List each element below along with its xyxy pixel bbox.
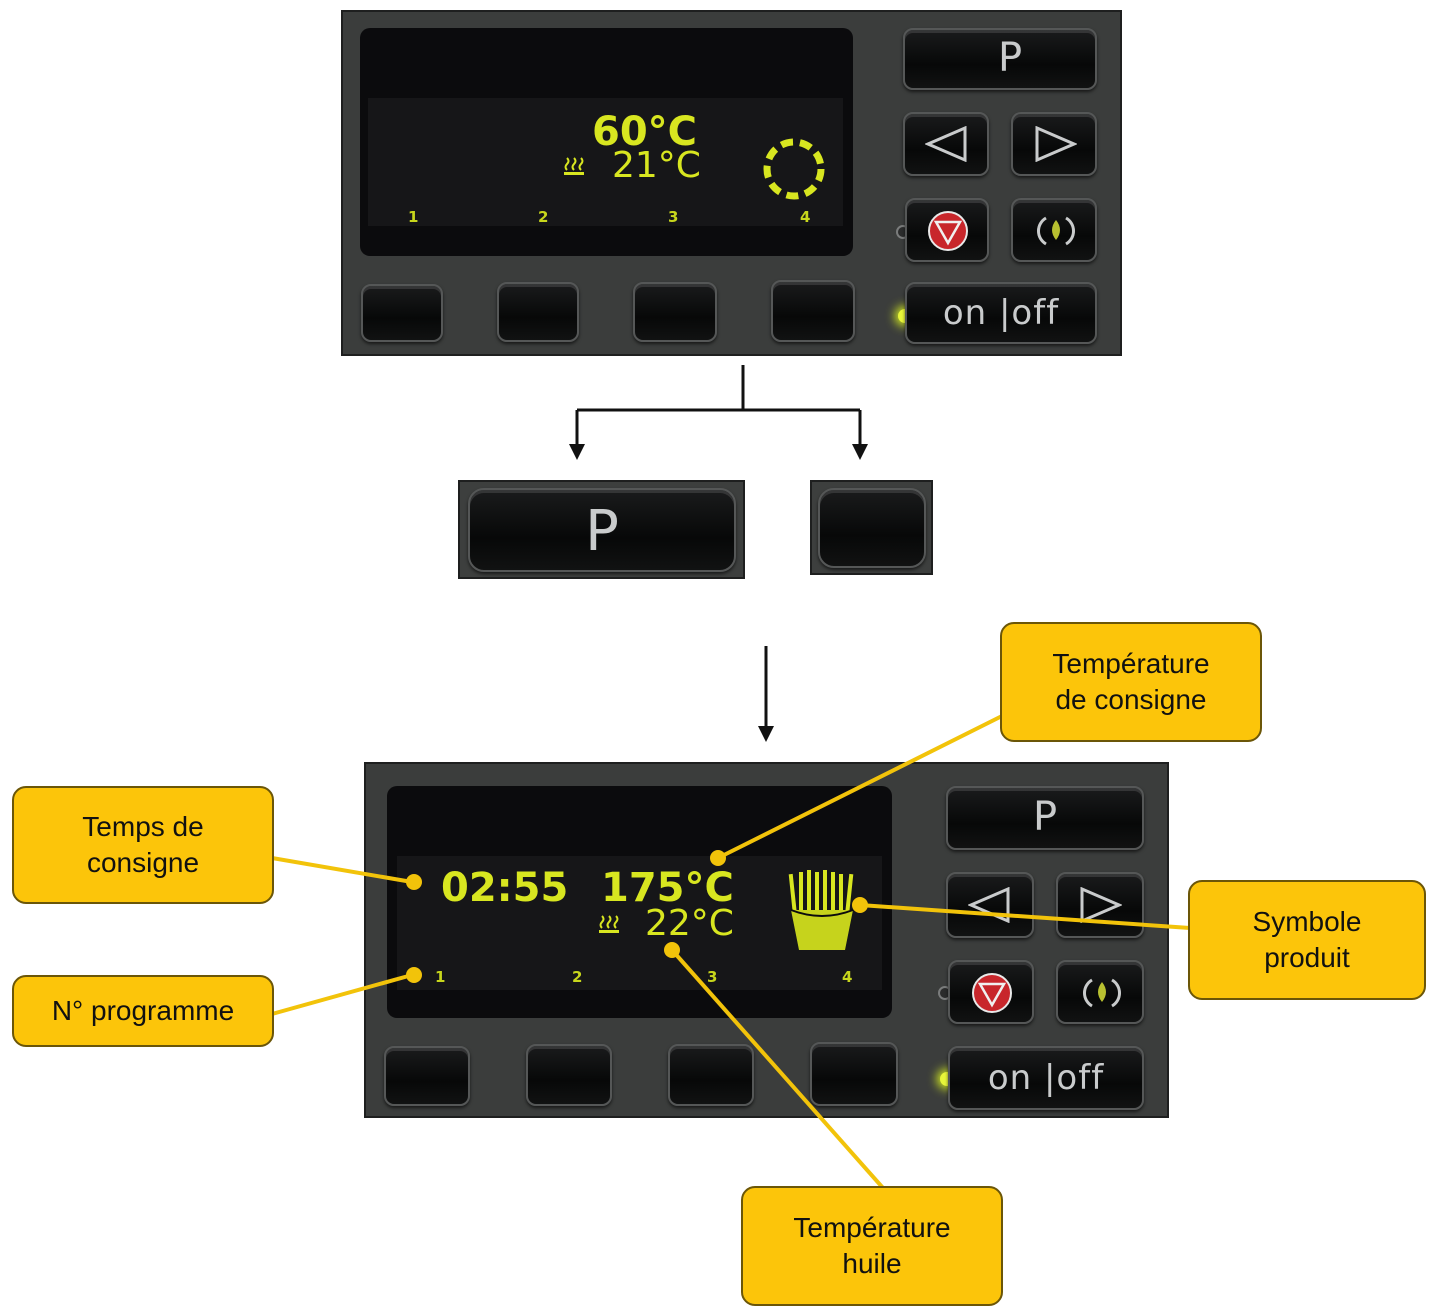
top-program-key-4[interactable] [771, 280, 855, 342]
top-display: 60°C 21°C 1 2 3 4 [360, 28, 853, 256]
top-program-number-1: 1 [408, 208, 419, 226]
top-oil-filter-button[interactable] [1011, 198, 1097, 262]
leader-temp-huile [670, 948, 885, 1190]
leader-temps-consigne [271, 856, 413, 884]
bottom-stop-button[interactable] [948, 960, 1034, 1024]
right-triangle-icon [1078, 886, 1123, 927]
bottom-cooking-time: 02:55 [441, 865, 569, 911]
top-stop-button[interactable] [905, 198, 989, 262]
top-program-number-2: 2 [538, 208, 549, 226]
middle-p-key-frame: P [458, 480, 745, 579]
stop-icon [970, 971, 1014, 1019]
bottom-onoff-button[interactable]: on |off [948, 1046, 1144, 1110]
dot-num-programme [406, 967, 422, 983]
top-right-arrow-button[interactable] [1011, 112, 1097, 176]
fries-icon [785, 870, 859, 956]
bottom-set-temperature: 175°C [601, 865, 734, 911]
dashed-circle-icon [761, 136, 827, 206]
top-onoff-button[interactable]: on |off [905, 282, 1097, 344]
middle-program-key-frame [810, 480, 933, 575]
callout-temperature-huile: Température huile [741, 1186, 1003, 1306]
stop-icon [926, 209, 970, 257]
dot-temp-huile [664, 942, 680, 958]
middle-p-button[interactable]: P [468, 488, 736, 572]
middle-program-button[interactable] [818, 488, 926, 568]
heating-icon [563, 156, 585, 180]
leader-symbole-produit [859, 903, 1191, 930]
callout-numero-programme: N° programme [12, 975, 274, 1047]
top-control-panel: 60°C 21°C 1 2 3 4 P on |off [341, 10, 1122, 356]
dot-symbole-produit [852, 897, 868, 913]
top-program-number-3: 3 [668, 208, 679, 226]
top-program-key-1[interactable] [361, 284, 443, 342]
leader-num-programme [271, 973, 413, 1016]
bottom-left-arrow-button[interactable] [946, 872, 1034, 938]
dot-temp-consigne [710, 850, 726, 866]
bottom-program-key-1[interactable] [384, 1046, 470, 1106]
leader-temp-consigne [717, 714, 1003, 860]
bottom-oil-filter-button[interactable] [1056, 960, 1144, 1024]
split-arrow [575, 365, 862, 446]
top-program-key-3[interactable] [633, 282, 717, 342]
heating-icon [598, 914, 620, 938]
down-arrow-head [758, 726, 774, 742]
bottom-program-number-3: 3 [707, 968, 718, 986]
bottom-program-key-2[interactable] [526, 1044, 612, 1106]
top-set-temperature: 60°C [592, 109, 698, 155]
callout-symbole-produit: Symbole produit [1188, 880, 1426, 1000]
callout-temps-de-consigne: Temps de consigne [12, 786, 274, 904]
top-oil-temperature: 21°C [612, 145, 701, 186]
bottom-program-number-4: 4 [842, 968, 853, 986]
bottom-program-number-2: 2 [572, 968, 583, 986]
left-triangle-icon [924, 125, 969, 166]
bottom-program-number-1: 1 [435, 968, 446, 986]
bottom-right-arrow-button[interactable] [1056, 872, 1144, 938]
top-program-key-2[interactable] [497, 282, 579, 342]
arrow-head-left [569, 444, 585, 460]
bottom-p-button[interactable]: P [946, 786, 1144, 850]
callout-temperature-de-consigne: Température de consigne [1000, 622, 1262, 742]
right-triangle-icon [1033, 125, 1078, 166]
bottom-display: 02:55 175°C 22°C 1 [387, 786, 892, 1018]
top-left-arrow-button[interactable] [903, 112, 989, 176]
bottom-program-key-3[interactable] [668, 1044, 754, 1106]
bottom-program-key-4[interactable] [810, 1042, 898, 1106]
arrow-head-right [852, 444, 868, 460]
oil-drop-icon [1081, 972, 1123, 1018]
top-program-number-4: 4 [800, 208, 811, 226]
bottom-oil-temperature: 22°C [645, 903, 734, 944]
dot-temps-consigne [406, 874, 422, 890]
oil-drop-icon [1035, 210, 1077, 256]
top-p-button[interactable]: P [903, 28, 1097, 90]
